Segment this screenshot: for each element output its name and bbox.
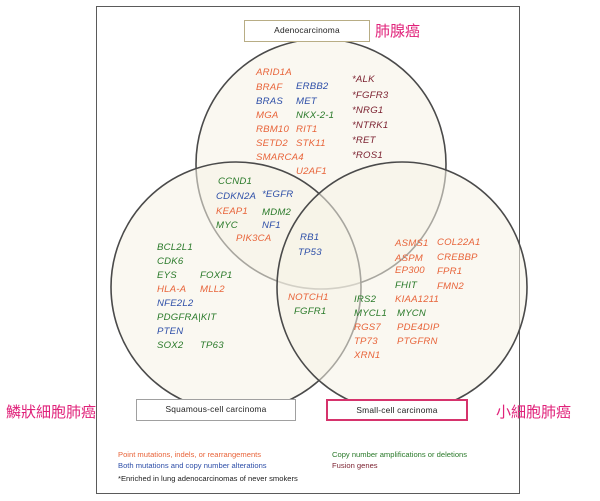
gene-label-col22a1: COL22A1 — [437, 237, 481, 248]
gene-label-mll2: MLL2 — [200, 284, 225, 295]
gene-label-rgs7: RGS7 — [354, 322, 381, 333]
adenocarcinoma-chinese-label: 肺腺癌 — [375, 22, 421, 40]
gene-label-fhit: FHIT — [395, 280, 418, 291]
gene-label-xrn1: XRN1 — [353, 350, 380, 361]
gene-label-fpr1: FPR1 — [437, 266, 462, 277]
gene-label-stk11: STK11 — [296, 138, 326, 149]
gene-label-setd2: SETD2 — [256, 138, 288, 149]
gene-label-nrg1: *NRG1 — [352, 105, 383, 116]
gene-label-ccnd1: CCND1 — [218, 176, 252, 187]
legend-fusion-genes: Fusion genes — [332, 461, 378, 470]
gene-label-ntrk1: *NTRK1 — [352, 120, 388, 131]
gene-label-irs2: IRS2 — [354, 294, 377, 305]
adenocarcinoma-box: Adenocarcinoma — [244, 20, 370, 42]
gene-label-nf1: NF1 — [262, 220, 281, 231]
gene-label-notch1: NOTCH1 — [288, 292, 329, 303]
gene-label-cdk6: CDK6 — [157, 256, 184, 267]
squamous-chinese-label: 鱗狀細胞肺癌 — [6, 403, 97, 421]
legend-copy-number: Copy number amplifications or deletions — [332, 450, 468, 459]
gene-label-mycn: MYCN — [397, 308, 426, 319]
gene-label-mga: MGA — [256, 110, 278, 121]
gene-label-egfr: *EGFR — [262, 189, 293, 200]
gene-label-tp63: TP63 — [200, 340, 224, 351]
gene-label-myc: MYC — [216, 220, 238, 231]
gene-label-pik3ca: PIK3CA — [236, 233, 271, 244]
gene-label-ros1: *ROS1 — [352, 150, 383, 161]
legend-both-alterations: Both mutations and copy number alteratio… — [118, 461, 267, 470]
gene-label-smarca4: SMARCA4 — [256, 152, 304, 163]
gene-label-ret: *RET — [352, 135, 377, 146]
gene-label-arid1a: ARID1A — [255, 67, 292, 78]
legend-never-smokers-note: *Enriched in lung adenocarcinomas of nev… — [118, 474, 298, 483]
gene-label-mdm2: MDM2 — [262, 207, 292, 218]
gene-label-ptgfrn: PTGFRN — [397, 336, 438, 347]
gene-label-alk: *ALK — [352, 74, 375, 85]
gene-label-nkx21: NKX-2-1 — [296, 110, 334, 121]
gene-label-met: MET — [296, 96, 318, 107]
gene-label-rit1: RIT1 — [296, 124, 318, 135]
gene-label-aspm: ASPM — [394, 253, 423, 264]
gene-label-bras: BRAS — [256, 96, 283, 107]
gene-label-kiaa1211: KIAA1211 — [395, 294, 439, 305]
gene-label-keap1: KEAP1 — [216, 206, 248, 217]
gene-label-mycl1: MYCL1 — [354, 308, 387, 319]
gene-label-pdgfrakit: PDGFRA|KIT — [157, 312, 217, 323]
legend: Point mutations, indels, or rearrangemen… — [118, 449, 478, 489]
squamous-cell-carcinoma-box: Squamous-cell carcinoma — [136, 399, 296, 421]
gene-label-rb1: RB1 — [300, 232, 319, 243]
gene-label-ep300: EP300 — [395, 265, 425, 276]
gene-label-hlaa: HLA-A — [157, 284, 186, 295]
gene-label-cdkn2a: CDKN2A — [216, 191, 256, 202]
gene-label-braf: BRAF — [256, 82, 283, 93]
gene-label-fgfr3: *FGFR3 — [352, 90, 389, 101]
gene-label-tp73: TP73 — [354, 336, 378, 347]
gene-label-sox2: SOX2 — [157, 340, 184, 351]
gene-label-nfe2l2: NFE2L2 — [157, 298, 194, 309]
gene-label-u2af1: U2AF1 — [296, 166, 327, 177]
legend-point-mutations: Point mutations, indels, or rearrangemen… — [118, 450, 262, 459]
gene-label-fgfr1: FGFR1 — [294, 306, 326, 317]
gene-label-asms1: ASMS1 — [394, 238, 429, 249]
gene-label-pde4dip: PDE4DIP — [397, 322, 440, 333]
gene-label-tp53: TP53 — [298, 247, 322, 258]
small-cell-chinese-label: 小細胞肺癌 — [496, 403, 572, 421]
gene-label-foxp1: FOXP1 — [200, 270, 232, 281]
gene-label-pten: PTEN — [157, 326, 183, 337]
small-cell-carcinoma-box: Small-cell carcinoma — [326, 399, 468, 421]
gene-label-bcl2l1: BCL2L1 — [157, 242, 193, 253]
gene-label-rbm10: RBM10 — [256, 124, 289, 135]
gene-label-fmn2: FMN2 — [437, 281, 464, 292]
gene-label-erbb2: ERBB2 — [296, 81, 329, 92]
gene-label-crebbp: CREBBP — [437, 252, 478, 263]
gene-label-eys: EYS — [157, 270, 177, 281]
